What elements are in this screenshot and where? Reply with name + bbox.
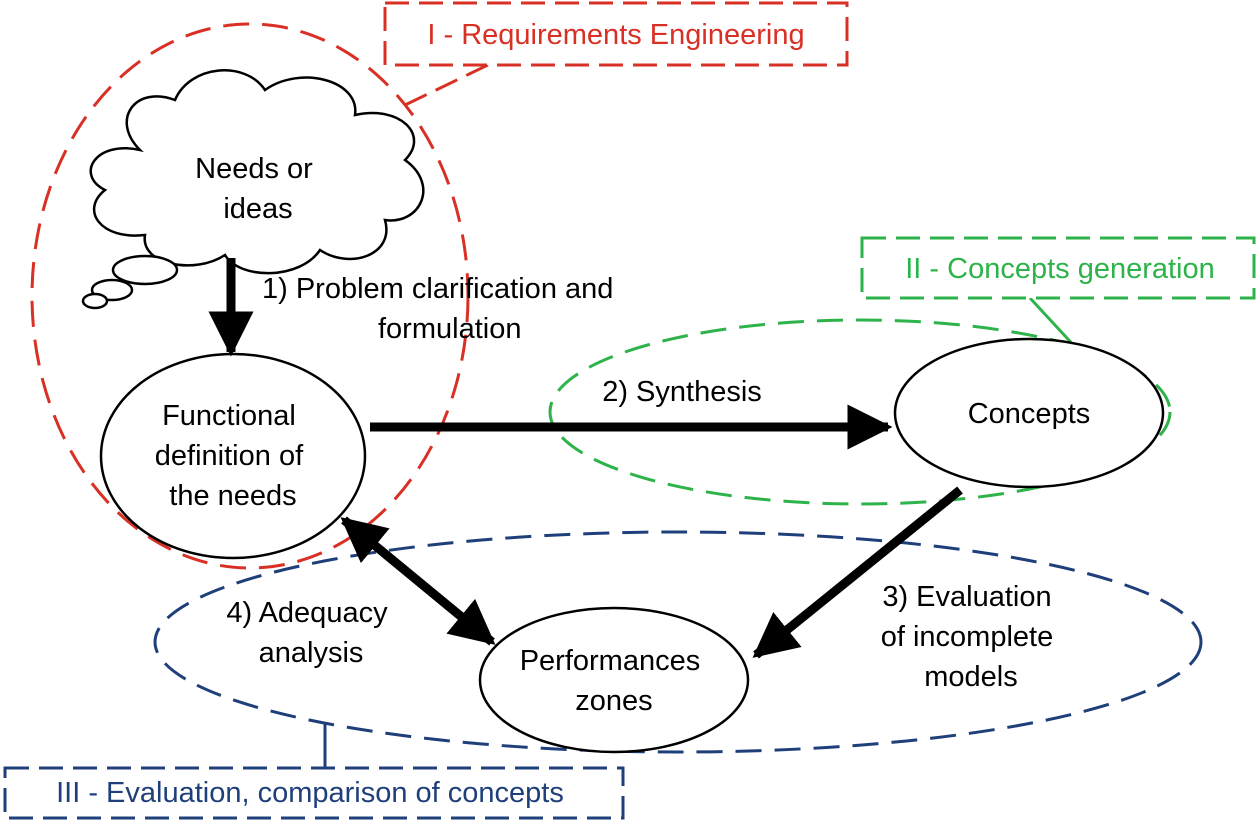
concepts-generation-label: II - Concepts generation	[905, 253, 1215, 285]
requirements-engineering-boundary	[30, 22, 470, 570]
requirements-engineering-callout-line	[404, 62, 491, 107]
performances-zones-ellipse	[478, 606, 750, 754]
evaluation-phase: III - Evaluation, comparison of concepts	[3, 530, 1203, 820]
thought-bubble-large	[111, 254, 179, 286]
functional-definition-node: Functional definition of the needs	[99, 352, 367, 560]
functional-definition-label: Functional definition of the needs	[155, 400, 311, 512]
step-labels: 1) Problem clarification and formulation…	[226, 273, 1062, 693]
evaluation-incomplete-label: 3) Evaluation of incomplete models	[881, 581, 1062, 693]
needs-or-ideas-cloud: Needs or ideas	[81, 69, 425, 310]
requirements-engineering-label: I - Requirements Engineering	[427, 19, 804, 51]
concepts-generation-label-box	[860, 236, 1256, 300]
concepts-label: Concepts	[968, 398, 1091, 430]
adequacy-analysis-arrow	[340, 516, 496, 646]
concepts-node: Concepts	[893, 337, 1165, 489]
evaluation-label-box	[3, 766, 625, 820]
process-arrows	[208, 258, 963, 659]
needs-or-ideas-label: Needs or ideas	[195, 153, 321, 225]
adequacy-analysis-label: 4) Adequacy analysis	[226, 597, 395, 669]
requirements-engineering-phase: I - Requirements Engineering	[30, 1, 849, 570]
evaluation-boundary	[153, 530, 1203, 754]
problem-clarification-label: 1) Problem clarification and formulation	[262, 273, 621, 345]
requirements-engineering-label-box	[383, 1, 849, 67]
concepts-generation-phase: II - Concepts generation	[548, 236, 1256, 506]
performances-zones-node: Performances zones	[478, 606, 750, 754]
evaluation-arrow	[752, 486, 963, 659]
evaluation-label: III - Evaluation, comparison of concepts	[56, 777, 564, 809]
performances-zones-label: Performances zones	[520, 645, 709, 717]
concepts-generation-boundary	[548, 318, 1172, 506]
thought-cloud-shape	[89, 69, 425, 275]
thought-bubble-small	[81, 292, 109, 310]
synthesis-label: 2) Synthesis	[602, 376, 762, 408]
concepts-ellipse	[893, 337, 1165, 489]
